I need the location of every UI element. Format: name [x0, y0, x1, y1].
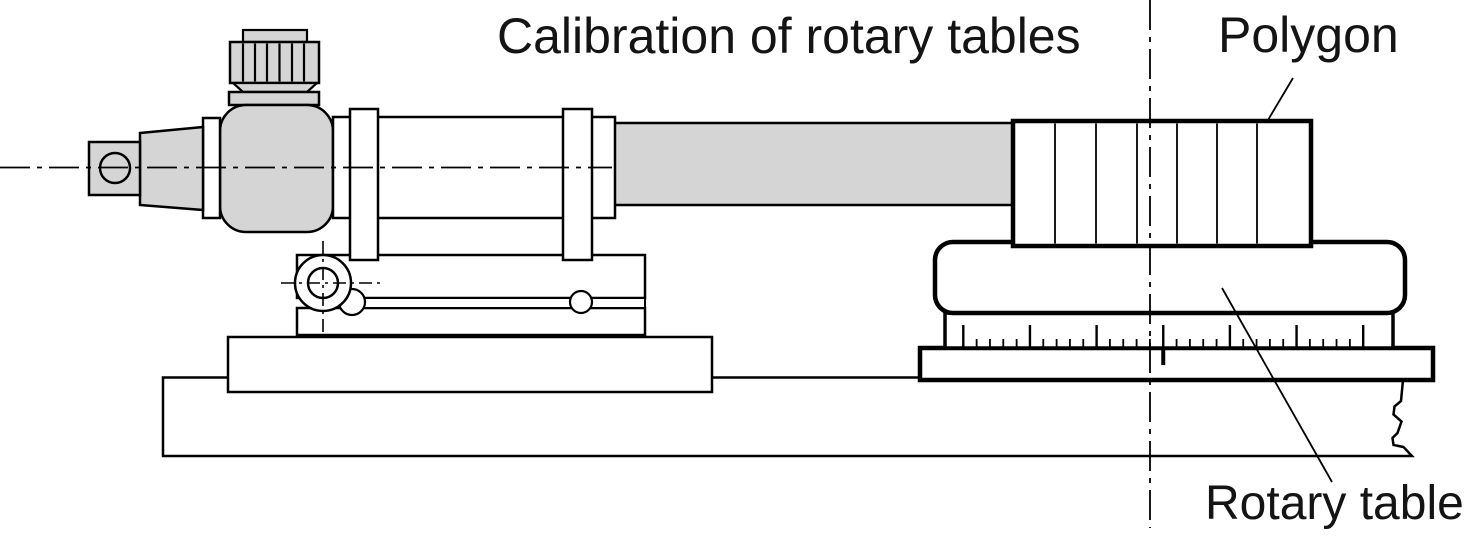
rotary-table-scale-ring [943, 311, 1395, 350]
drum-taper [230, 81, 320, 94]
autocollimator-head [218, 103, 335, 234]
scale-ticks [962, 325, 1365, 365]
adjustment-rod [357, 297, 646, 309]
rotary-table-label: Rotary table [1205, 477, 1464, 530]
rotary-table-leader-line [1221, 287, 1333, 483]
polygon-leader-line [1267, 77, 1294, 121]
objective-tube [612, 121, 1018, 207]
clamp-band-right [561, 107, 594, 262]
polygon-facets [1054, 123, 1258, 244]
polygon-label: Polygon [1218, 7, 1399, 63]
adjustment-knob [568, 289, 594, 315]
rotary-table-base-plate [917, 345, 1436, 383]
rotary-table-body [932, 239, 1408, 316]
clamp-band-left [348, 107, 380, 262]
surface-plate [161, 376, 1415, 458]
knurl-lines [241, 43, 306, 82]
drum-collar [227, 90, 321, 107]
eyepiece-taper [138, 125, 205, 212]
knob-cap [241, 28, 309, 44]
mount-pedestal [226, 335, 714, 394]
page-title: Calibration of rotary tables [497, 8, 1081, 64]
polygon-mirror [1010, 118, 1314, 249]
